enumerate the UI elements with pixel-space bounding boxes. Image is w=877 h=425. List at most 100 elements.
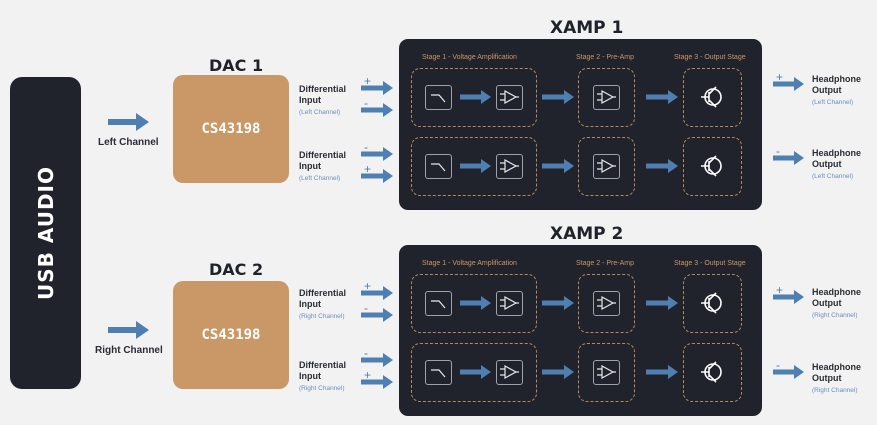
stage3-group xyxy=(683,274,742,333)
filter-icon xyxy=(425,85,452,110)
op-amp-icon xyxy=(496,291,523,316)
signal-arrow-icon xyxy=(646,365,678,384)
input-arrow-icon xyxy=(361,147,393,166)
output-sign: + xyxy=(776,283,784,297)
signal-arrow-icon xyxy=(542,159,574,178)
input-arrow-icon xyxy=(361,103,393,122)
signal-arrow-icon xyxy=(646,159,678,178)
transistor-icon xyxy=(697,151,727,186)
headphone-output-title: Headphone xyxy=(812,74,862,84)
headphone-output-title2: Output xyxy=(812,85,842,95)
op-amp-icon xyxy=(593,360,620,385)
op-amp-icon xyxy=(593,85,620,110)
input-arrow-icon xyxy=(361,375,393,394)
headphone-output-title2: Output xyxy=(812,159,842,169)
dac1-title: DAC 1 xyxy=(209,56,264,75)
signal-arrow-icon xyxy=(460,365,491,384)
stage1-group xyxy=(411,68,537,127)
output-arrow-icon xyxy=(773,290,804,309)
output-sign: + xyxy=(776,70,784,84)
diff-input-title: Differential xyxy=(299,150,347,160)
stage2-group xyxy=(578,343,635,402)
diff-input-title2: Input xyxy=(299,161,321,171)
output-sign: - xyxy=(776,144,780,158)
dac1-chip-label: CS43198 xyxy=(201,121,261,137)
diff-input-sub: (Left Channel) xyxy=(299,109,341,116)
stage1-group xyxy=(411,137,537,196)
stage2-label: Stage 2 - Pre-Amp xyxy=(576,260,634,267)
headphone-output-sub: (Left Channel) xyxy=(812,173,854,180)
signal-arrow-icon xyxy=(542,365,574,384)
diff-input-title2: Input xyxy=(299,95,321,105)
transistor-icon xyxy=(697,288,727,323)
signal-arrow-icon xyxy=(460,296,491,315)
xamp2-title: XAMP 2 xyxy=(550,224,624,244)
diff-input-1: Differential Input (Left Channel) xyxy=(299,84,346,118)
op-amp-icon xyxy=(496,360,523,385)
stage3-group xyxy=(683,68,742,127)
headphone-output-title: Headphone xyxy=(812,287,862,297)
output-arrow-icon xyxy=(773,365,804,384)
signal-arrow-icon xyxy=(542,90,574,109)
op-amp-icon xyxy=(496,154,523,179)
stage2-label: Stage 2 - Pre-Amp xyxy=(576,54,634,61)
input-arrow-icon xyxy=(361,308,393,327)
op-amp-icon xyxy=(593,154,620,179)
input-sign-bottom: - xyxy=(364,96,368,110)
diff-input-title2: Input xyxy=(299,371,321,381)
diff-input-4: Differential Input (Right Channel) xyxy=(299,360,346,394)
output-arrow-icon xyxy=(773,77,804,96)
headphone-output-title2: Output xyxy=(812,298,842,308)
input-arrow-icon xyxy=(361,81,393,100)
input-arrow-icon xyxy=(361,169,393,188)
input-sign-top: + xyxy=(364,74,372,88)
stage3-group xyxy=(683,137,742,196)
diff-input-title2: Input xyxy=(299,299,321,309)
transistor-icon xyxy=(697,82,727,117)
transistor-icon xyxy=(697,357,727,392)
dac2-title: DAC 2 xyxy=(209,260,264,279)
headphone-output-sub: (Right Channel) xyxy=(812,312,858,319)
filter-icon xyxy=(425,154,452,179)
op-amp-icon xyxy=(496,85,523,110)
stage2-group xyxy=(578,68,635,127)
headphone-output-sub: (Left Channel) xyxy=(812,99,854,106)
headphone-output-title2: Output xyxy=(812,373,842,383)
output-sign: - xyxy=(776,358,780,372)
stage1-group xyxy=(411,343,537,402)
stage1-label: Stage 1 - Voltage Amplification xyxy=(422,260,517,267)
headphone-output-sub: (Right Channel) xyxy=(812,387,858,394)
diff-input-title: Differential xyxy=(299,288,347,298)
signal-arrow-icon xyxy=(542,296,574,315)
input-arrow-icon xyxy=(361,286,393,305)
stage1-label: Stage 1 - Voltage Amplification xyxy=(422,54,517,61)
diff-input-title: Differential xyxy=(299,360,347,370)
right-channel-label: Right Channel xyxy=(95,345,163,356)
xamp1-title: XAMP 1 xyxy=(550,18,624,38)
input-sign-bottom: + xyxy=(364,368,372,382)
dac1-block: CS43198 xyxy=(173,75,289,183)
input-sign-bottom: + xyxy=(364,162,372,176)
input-sign-bottom: - xyxy=(364,301,368,315)
signal-arrow-icon xyxy=(460,159,491,178)
signal-arrow-icon xyxy=(460,90,491,109)
diff-input-title: Differential xyxy=(299,84,347,94)
input-arrow-icon xyxy=(361,353,393,372)
stage3-label: Stage 3 - Output Stage xyxy=(674,54,746,61)
headphone-output-title: Headphone xyxy=(812,148,862,158)
stage3-group xyxy=(683,343,742,402)
signal-arrow-icon xyxy=(646,90,678,109)
diff-input-2: Differential Input (Left Channel) xyxy=(299,150,346,184)
diff-input-sub: (Right Channel) xyxy=(299,385,345,392)
stage2-group xyxy=(578,137,635,196)
usb-audio-label: USB AUDIO xyxy=(33,166,58,300)
input-sign-top: - xyxy=(364,140,368,154)
dac2-chip-label: CS43198 xyxy=(201,327,261,343)
dac2-block: CS43198 xyxy=(173,281,289,389)
input-sign-top: + xyxy=(364,279,372,293)
diff-input-sub: (Right Channel) xyxy=(299,313,345,320)
